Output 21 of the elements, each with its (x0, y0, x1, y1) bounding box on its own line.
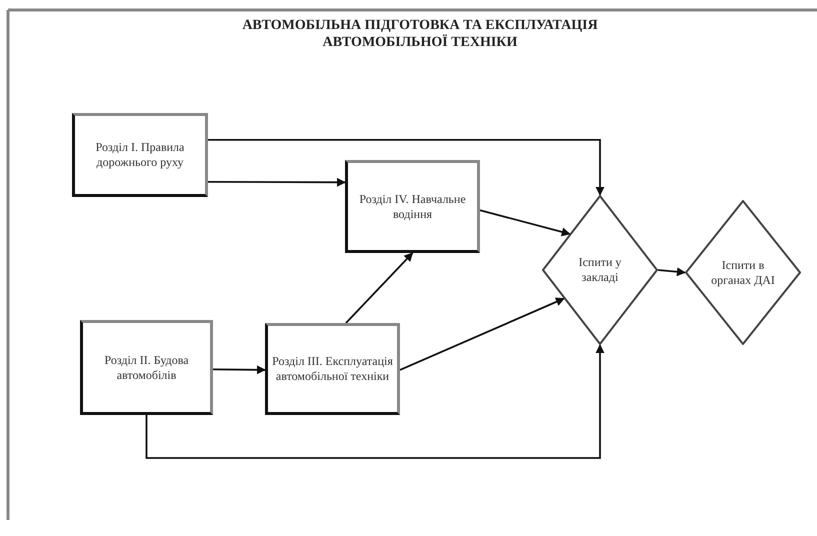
title: АВТОМОБІЛЬНА ПІДГОТОВКА ТА ЕКСПЛУАТАЦІЯ АВТОМОБІЛЬНОЇ ТЕХНІКИ (241, 18, 599, 52)
arrow (208, 178, 346, 187)
process-box (265, 323, 400, 415)
process-box (72, 113, 208, 197)
process-box (80, 320, 213, 415)
arrow (400, 298, 565, 371)
node-label: Розділ I. Правила дорожнього руху (94, 139, 186, 171)
arrow (345, 252, 414, 324)
arrow (480, 209, 571, 236)
decision-diamond (685, 200, 801, 345)
process-box (345, 160, 480, 253)
node-label: Розділ II. Будова автомобілів (103, 352, 190, 384)
arrow (146, 344, 604, 459)
arrow (208, 138, 604, 196)
node-label: Розділ III. Експлуатація автомобільної техніки (271, 353, 394, 385)
decision-diamond (542, 195, 658, 345)
node-label: Іспити у закладі (578, 254, 622, 286)
node-label: Розділ IV. Навчальне водіння (358, 190, 467, 222)
node-label: Іспити в органах ДАІ (710, 256, 776, 288)
arrow (213, 365, 266, 374)
arrow (658, 267, 686, 276)
